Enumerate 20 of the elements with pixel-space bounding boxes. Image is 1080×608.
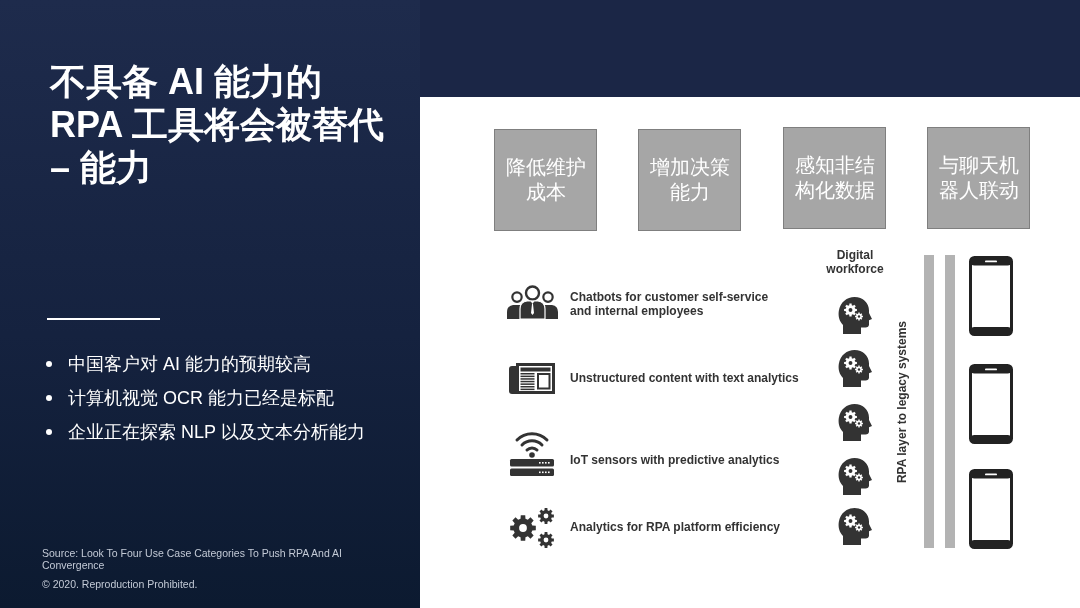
capability-text: 降低维护成本 [504,155,587,205]
source-note: © 2020. Reproduction Prohibited. [42,578,199,590]
capability-box [927,127,1030,229]
capability-text: 增加决策能力 [648,155,731,205]
bullet-text: 计算机视觉 OCR 能力已经是标配 [68,387,334,409]
capability-text: 与聊天机器人联动 [937,153,1020,203]
bullet-text: 企业正在探索 NLP 以及文本分析能力 [68,421,365,443]
column-heading: Digital workforce [825,248,885,276]
slide-title: 不具备 AI 能力的 RPA 工具将会被替代 – 能力 [50,60,385,189]
use-case-text: Unstructured content with text analytics [570,371,800,385]
capability-box [783,127,886,229]
vertical-label: RPA layer to legacy systems [895,320,909,484]
capability-box [638,129,741,231]
source-note: Source: Look To Four Use Case Categories To Push RPA And AI Convergence [42,547,343,571]
capability-box [494,129,597,231]
use-case-text: Chatbots for customer self-service and internal employees [570,290,770,318]
use-case-text: Analytics for RPA platform efficiency [570,520,782,534]
capability-text: 感知非结构化数据 [793,153,876,203]
bullet-text: 中国客户对 AI 能力的预期较高 [68,353,311,375]
use-case-text: IoT sensors with predictive analytics [570,453,781,467]
